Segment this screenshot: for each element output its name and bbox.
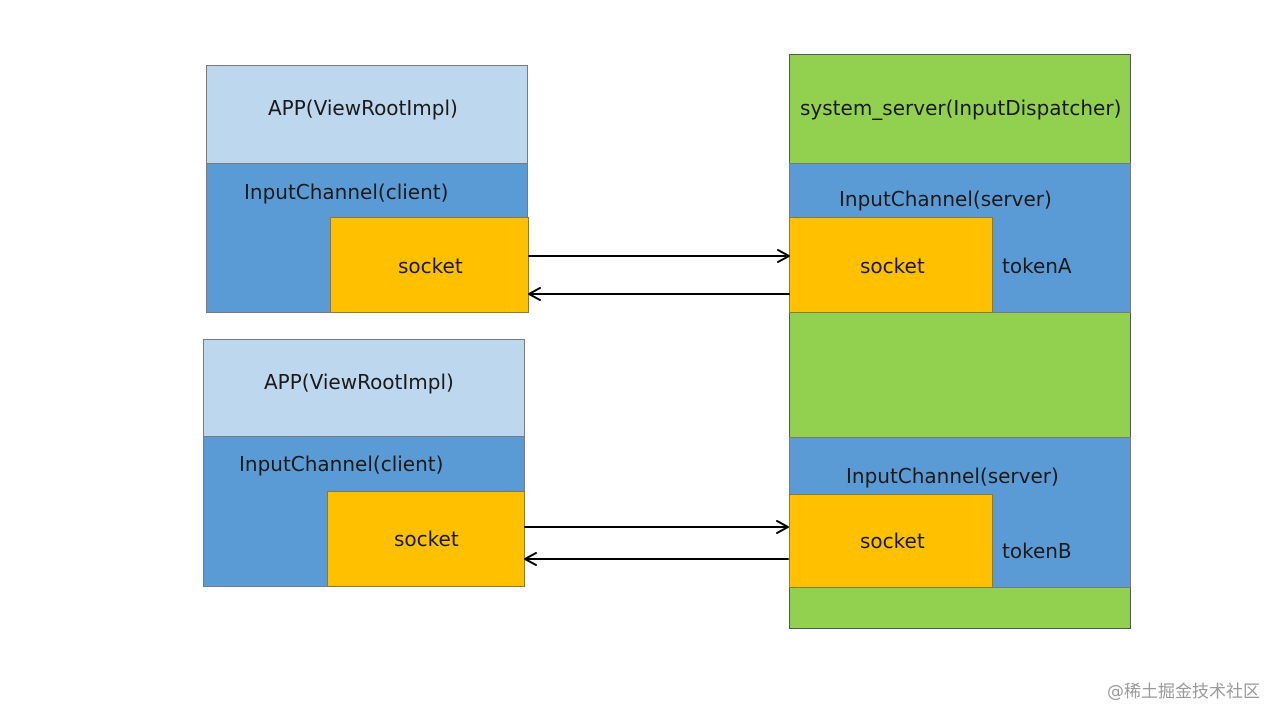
server-title: system_server(InputDispatcher) [800,96,1122,120]
arrowhead-b-to-server [776,520,789,534]
client-a-channel-label: InputChannel(client) [244,180,449,204]
server-socket-b-label: socket [860,529,925,553]
server-socket-a [789,217,993,313]
server-socket-b [789,494,993,588]
server-socket-a-label: socket [860,254,925,278]
client-b-app-label: APP(ViewRootImpl) [264,370,454,394]
server-channel-a-label: InputChannel(server) [839,187,1052,211]
client-b-socket [327,491,525,587]
watermark: @稀土掘金技术社区 [1107,682,1260,702]
arrowhead-server-to-b [524,552,537,566]
arrowhead-server-to-a [528,287,541,301]
arrowhead-a-to-server [777,249,790,263]
client-a-socket [330,217,529,313]
token-b-label: tokenB [1002,539,1072,563]
token-a-label: tokenA [1002,254,1072,278]
client-a-socket-label: socket [398,254,463,278]
client-a-app-box [206,65,528,164]
client-b-channel-label: InputChannel(client) [239,452,444,476]
server-channel-b-label: InputChannel(server) [846,464,1059,488]
client-a-app-label: APP(ViewRootImpl) [268,96,458,120]
client-b-socket-label: socket [394,527,459,551]
